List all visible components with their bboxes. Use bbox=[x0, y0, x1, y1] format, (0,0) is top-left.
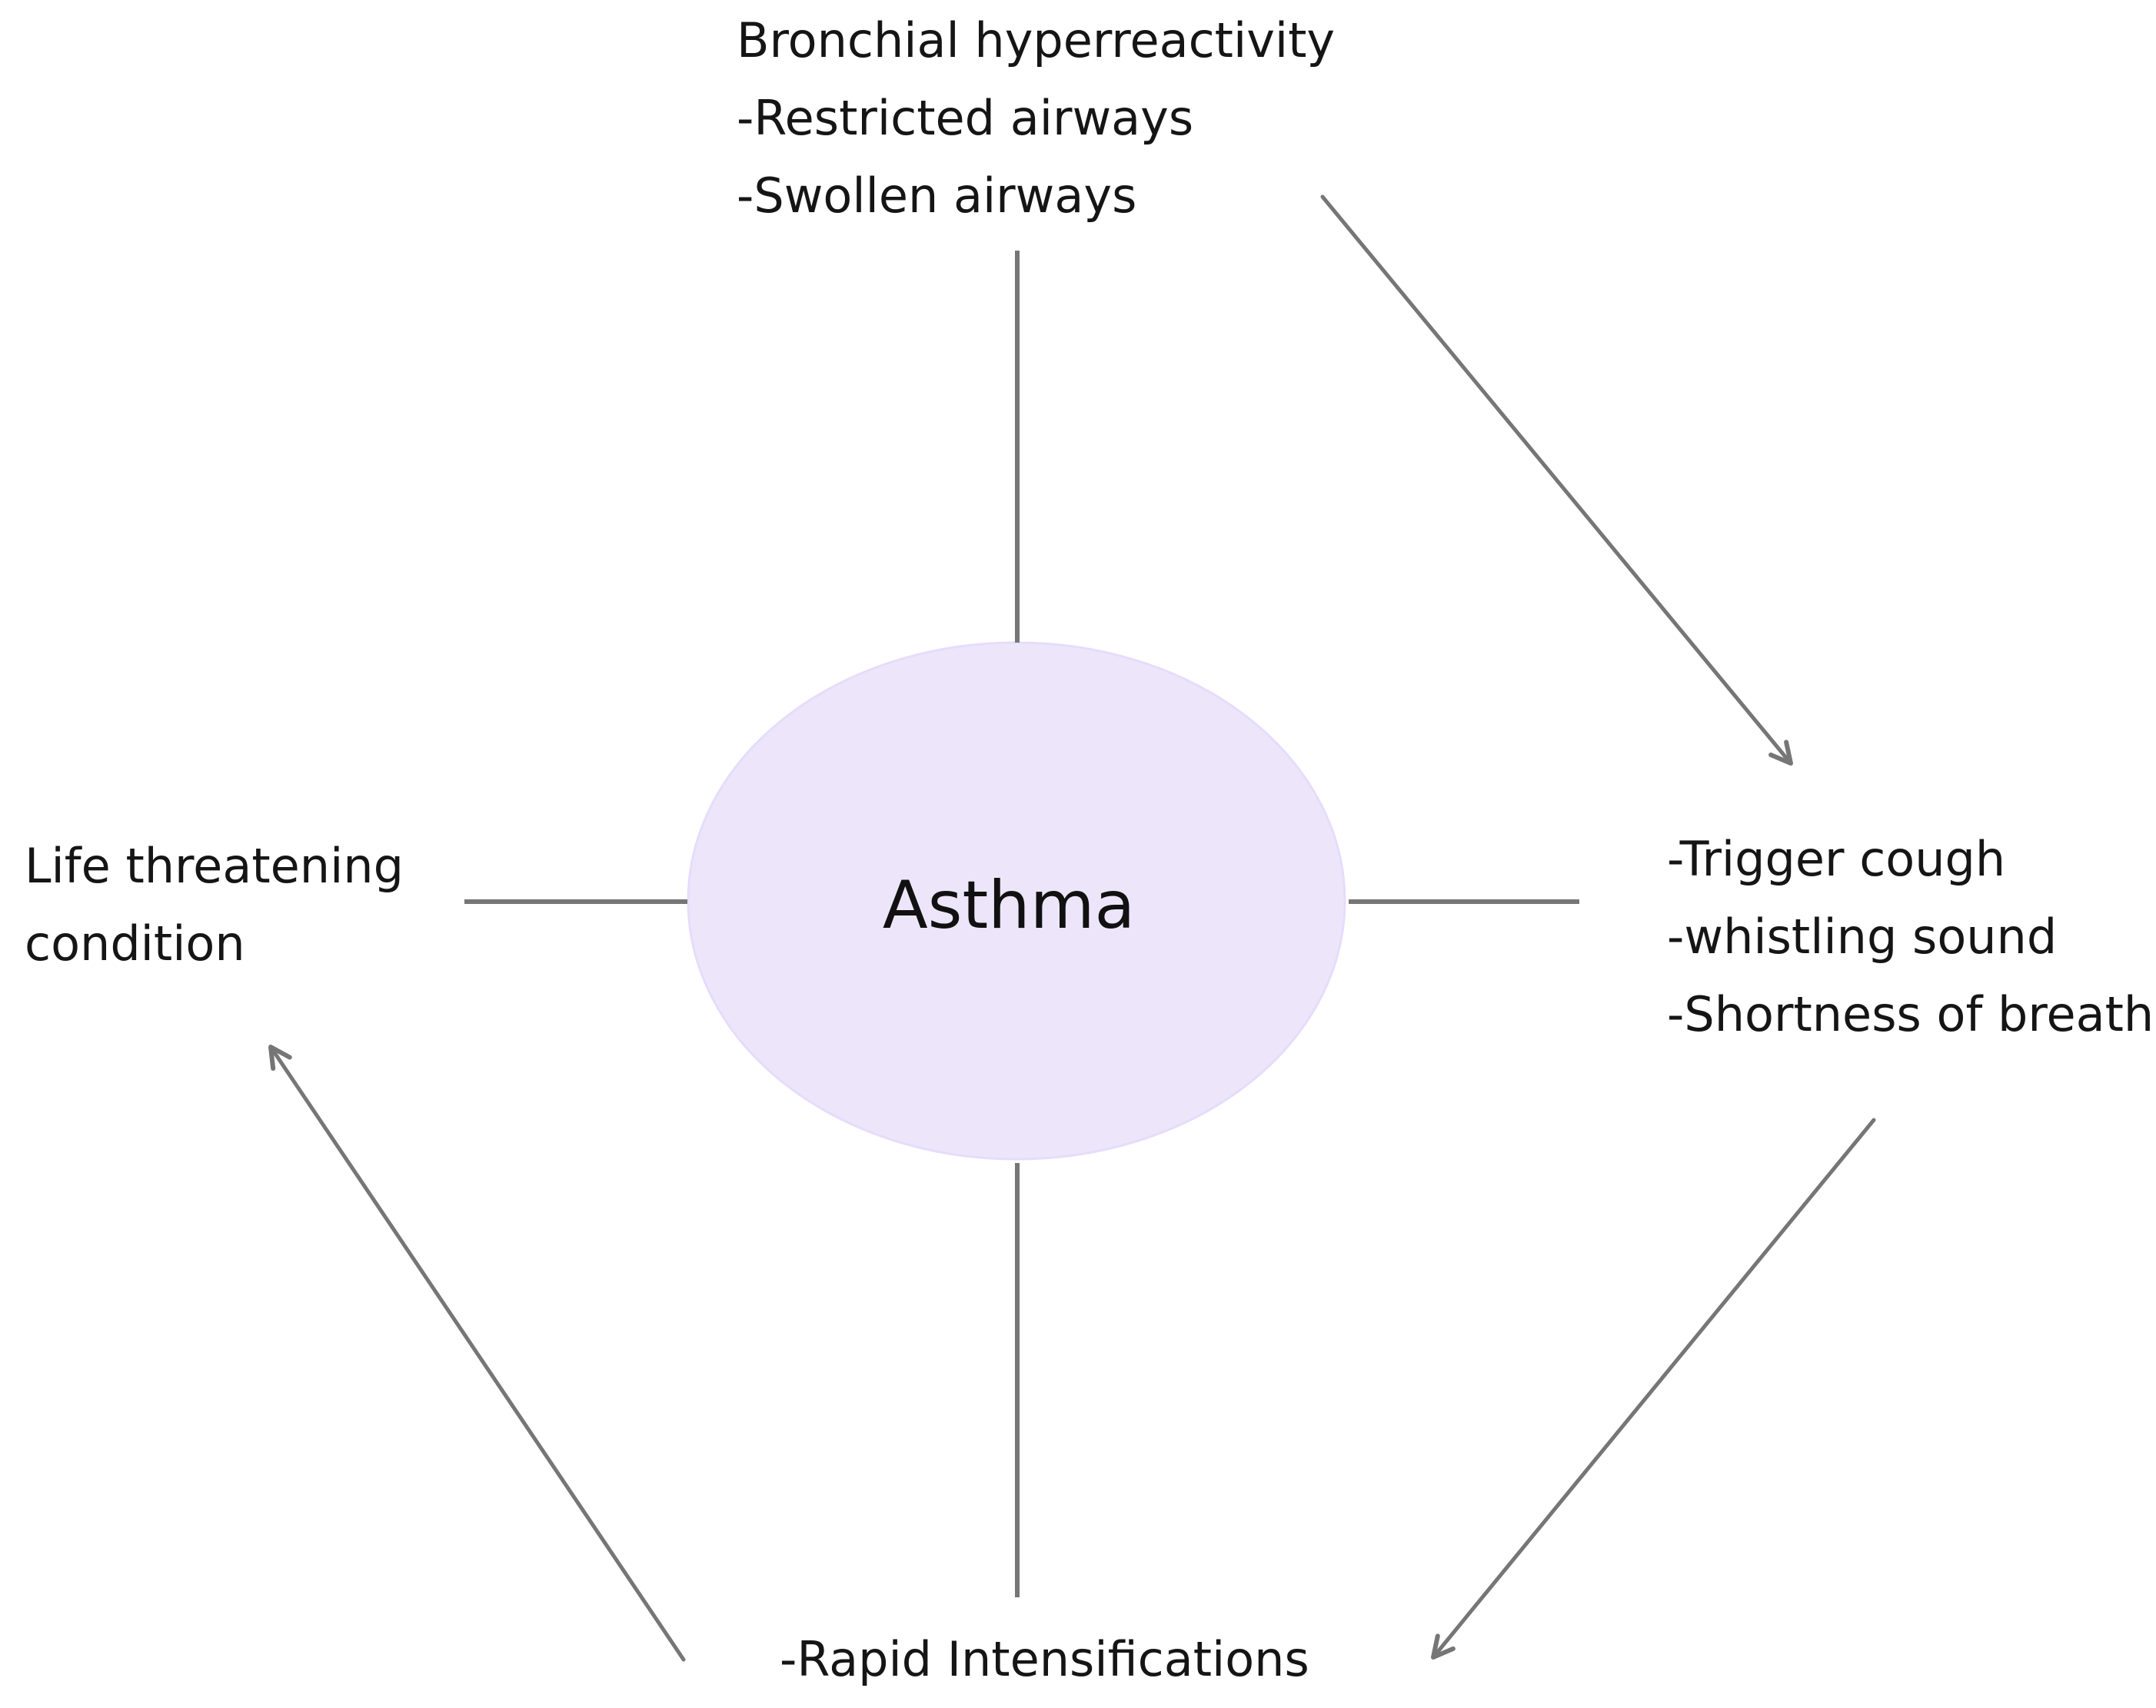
left-node-line: condition bbox=[25, 915, 245, 972]
right-node-text: -Trigger cough -whistling sound -Shortne… bbox=[1667, 820, 2154, 1053]
arrow-right-to-bottom bbox=[1431, 1118, 1876, 1660]
right-node-line: -Shortness of breath bbox=[1667, 986, 2154, 1042]
right-node-line: -Trigger cough bbox=[1667, 831, 2006, 887]
center-label: Asthma bbox=[882, 867, 1136, 944]
bottom-node-line: -Rapid Intensifications bbox=[780, 1631, 1309, 1687]
left-node-line: Life threatening bbox=[25, 838, 404, 894]
top-node-line: Bronchial hyperreactivity bbox=[737, 12, 1336, 68]
left-node-text: Life threatening condition bbox=[25, 827, 404, 982]
arrow-bottom-to-left bbox=[268, 1045, 686, 1662]
top-node-line: -Swollen airways bbox=[737, 168, 1137, 224]
top-node-line: -Restricted airways bbox=[737, 90, 1194, 146]
bottom-node-text: -Rapid Intensifications bbox=[780, 1620, 1309, 1698]
right-node-line: -whistling sound bbox=[1667, 909, 2058, 965]
top-node-text: Bronchial hyperreactivity -Restricted ai… bbox=[737, 2, 1335, 234]
arrow-top-to-right bbox=[1320, 194, 1793, 766]
